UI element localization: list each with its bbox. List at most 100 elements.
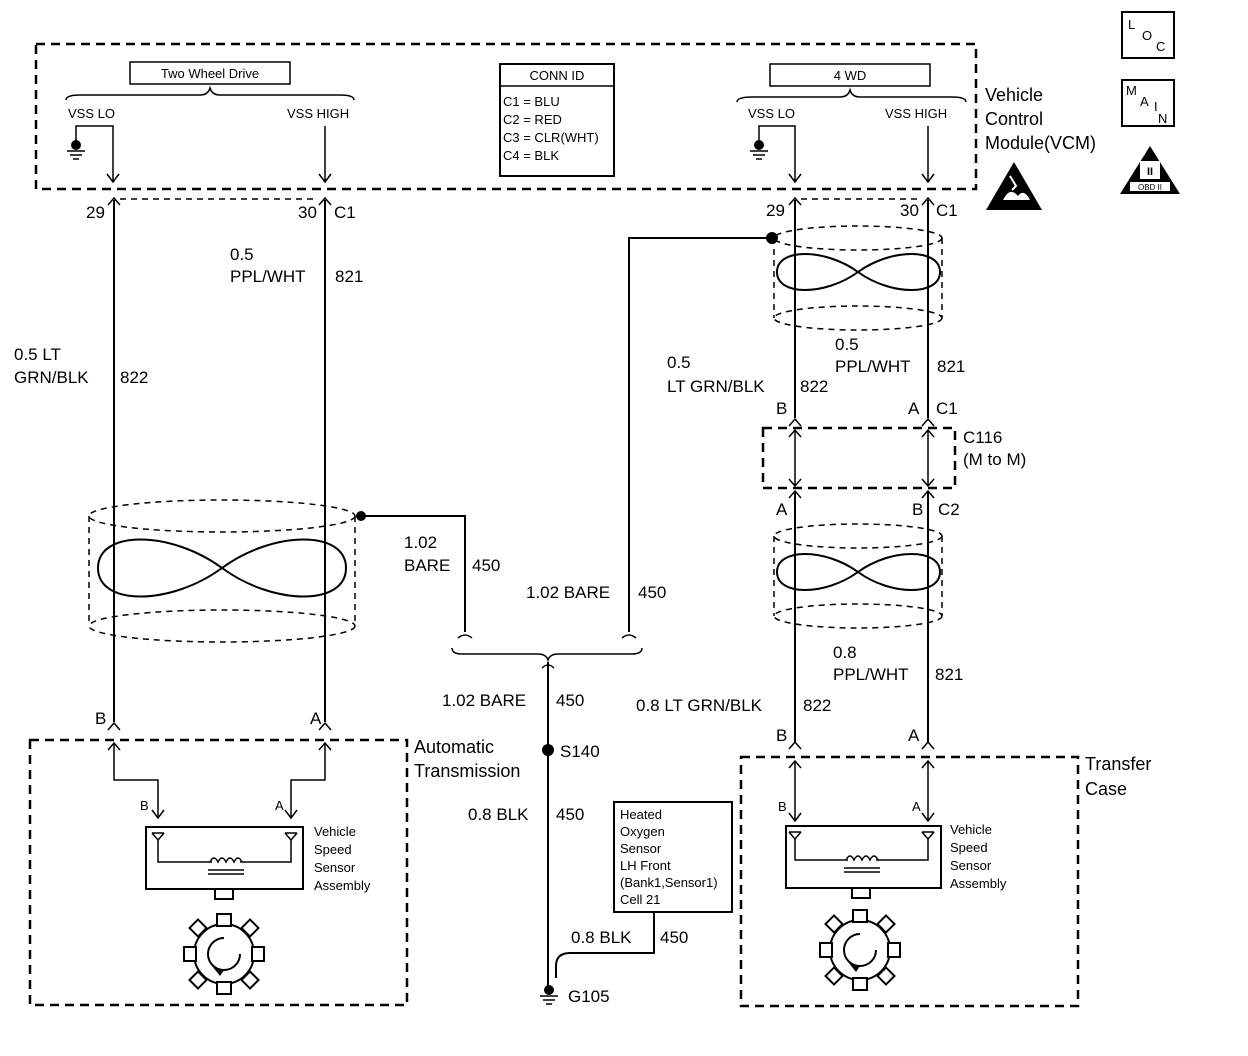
wire-label: 0.8 BLK xyxy=(468,805,529,824)
o2-line: LH Front xyxy=(620,858,671,873)
svg-text:A: A xyxy=(1140,94,1149,109)
vss-lo-2wd: VSS LO xyxy=(68,106,115,121)
o2-line: Heated xyxy=(620,807,662,822)
wire-circuit: 821 xyxy=(335,267,363,286)
pin-b: B xyxy=(776,399,787,418)
svg-text:N: N xyxy=(1158,111,1167,126)
two-wd-title: Two Wheel Drive xyxy=(161,66,259,81)
right-circuit: 29 30 C1 0.5 PPL/WHT 821 0.5 LT GRN/BLK … xyxy=(636,196,1026,750)
wire-label: 1.02 BARE xyxy=(526,583,610,602)
pin-b-sensor: B xyxy=(778,799,787,814)
vehicle-speed-sensor xyxy=(785,825,942,899)
wire-size: 0.5 xyxy=(835,335,859,354)
wire-size: 0.5 xyxy=(230,245,254,264)
conn-id-row: C2 = RED xyxy=(503,112,562,127)
vcm-label-line2: Control xyxy=(985,109,1043,129)
wire-label: 0.8 LT GRN/BLK xyxy=(636,696,763,715)
vss-high-2wd: VSS HIGH xyxy=(287,106,349,121)
transfer-case-line1: Transfer xyxy=(1085,754,1151,774)
wire-circuit: 450 xyxy=(638,583,666,602)
reluctor-wheel-icon xyxy=(183,913,265,995)
wire-size: 0.5 LT xyxy=(14,345,61,364)
wire-color: PPL/WHT xyxy=(230,267,306,286)
pin-a: A xyxy=(908,726,920,745)
o2-line: (Bank1,Sensor1) xyxy=(620,875,718,890)
conn-id-row: C3 = CLR(WHT) xyxy=(503,130,599,145)
vss-label-line2: Speed xyxy=(950,840,988,855)
c116-label-line1: C116 xyxy=(963,428,1002,447)
wire-size: 0.8 xyxy=(833,643,857,662)
ground-icon xyxy=(67,125,90,160)
wire-circuit: 822 xyxy=(800,377,828,396)
svg-text:M: M xyxy=(1126,83,1137,98)
o2-line: Sensor xyxy=(620,841,662,856)
svg-text:C: C xyxy=(1156,39,1165,54)
pin-a-sensor: A xyxy=(275,798,284,813)
four-wd-title: 4 WD xyxy=(834,68,867,83)
o2-line: Cell 21 xyxy=(620,892,660,907)
vehicle-speed-sensor xyxy=(145,826,304,900)
pin-29-left: 29 xyxy=(86,203,105,222)
wire-color: GRN/BLK xyxy=(14,368,89,387)
pin-a: A xyxy=(310,709,322,728)
oxygen-sensor-box: Heated Oxygen Sensor LH Front (Bank1,Sen… xyxy=(613,801,733,913)
ground-icon xyxy=(750,125,773,160)
pin-a: A xyxy=(776,500,788,519)
transfer-case-line2: Case xyxy=(1085,779,1127,799)
connector-c2: C2 xyxy=(938,500,960,519)
splice-s140 xyxy=(542,744,554,756)
conn-id-row: C4 = BLK xyxy=(503,148,559,163)
twisted-pair-shield xyxy=(88,499,356,643)
pin-29-right: 29 xyxy=(766,201,785,220)
svg-text:I: I xyxy=(1154,99,1158,114)
twisted-pair-shield xyxy=(773,225,943,331)
auto-trans-line1: Automatic xyxy=(414,737,494,757)
connector-c1: C1 xyxy=(936,399,958,418)
splice-label: S140 xyxy=(560,742,600,761)
automatic-transmission: Automatic Transmission B A Vehicle Speed… xyxy=(28,737,520,1007)
ground-label: G105 xyxy=(568,987,610,1006)
wire-circuit: 450 xyxy=(472,556,500,575)
vss-label-line4: Assembly xyxy=(314,878,371,893)
vss-label-line2: Speed xyxy=(314,842,352,857)
conn-id-row: C1 = BLU xyxy=(503,94,560,109)
wire-size: 1.02 xyxy=(404,533,437,552)
wire-circuit: 822 xyxy=(120,368,148,387)
wire-circuit: 821 xyxy=(935,665,963,684)
svg-text:L: L xyxy=(1128,17,1135,32)
svg-text:OBD II: OBD II xyxy=(1138,183,1162,192)
vss-lo-4wd: VSS LO xyxy=(748,106,795,121)
pin-a: A xyxy=(908,399,920,418)
main-symbol-icon: M A I N xyxy=(1121,79,1175,127)
two-wd-title-box xyxy=(129,61,291,85)
vcm-label-line1: Vehicle xyxy=(985,85,1043,105)
pin-b: B xyxy=(95,709,106,728)
vss-label-line1: Vehicle xyxy=(950,822,992,837)
loc-symbol-icon: L O C xyxy=(1121,11,1175,59)
drain-wires: 1.02 BARE 450 1.02 BARE 450 1.02 BARE 45… xyxy=(356,232,778,1006)
reluctor-wheel-icon xyxy=(819,909,901,991)
vss-label-line3: Sensor xyxy=(314,860,356,875)
wire-circuit: 821 xyxy=(937,357,965,376)
pin-a-sensor: A xyxy=(912,799,921,814)
wire-color: PPL/WHT xyxy=(833,665,909,684)
wire-circuit: 822 xyxy=(803,696,831,715)
connector-c1-left: C1 xyxy=(334,203,356,222)
twisted-pair-shield xyxy=(773,523,943,629)
vcm-label-line3: Module(VCM) xyxy=(985,133,1096,153)
pin-30-right: 30 xyxy=(900,201,919,220)
wire-circuit: 450 xyxy=(556,691,584,710)
wire-color: BARE xyxy=(404,556,450,575)
ground-icon xyxy=(540,985,558,1005)
wire-label: 0.8 BLK xyxy=(571,928,632,947)
wire-size: 0.5 xyxy=(667,353,691,372)
wire-label: 1.02 BARE xyxy=(442,691,526,710)
vss-label-line4: Assembly xyxy=(950,876,1007,891)
esd-warning-icon xyxy=(986,162,1042,210)
wire-circuit: 450 xyxy=(556,805,584,824)
connector-c1-right: C1 xyxy=(936,201,958,220)
vss-high-4wd: VSS HIGH xyxy=(885,106,947,121)
conn-id-table: CONN ID C1 = BLU C2 = RED C3 = CLR(WHT) … xyxy=(499,63,615,177)
pin-b: B xyxy=(776,726,787,745)
